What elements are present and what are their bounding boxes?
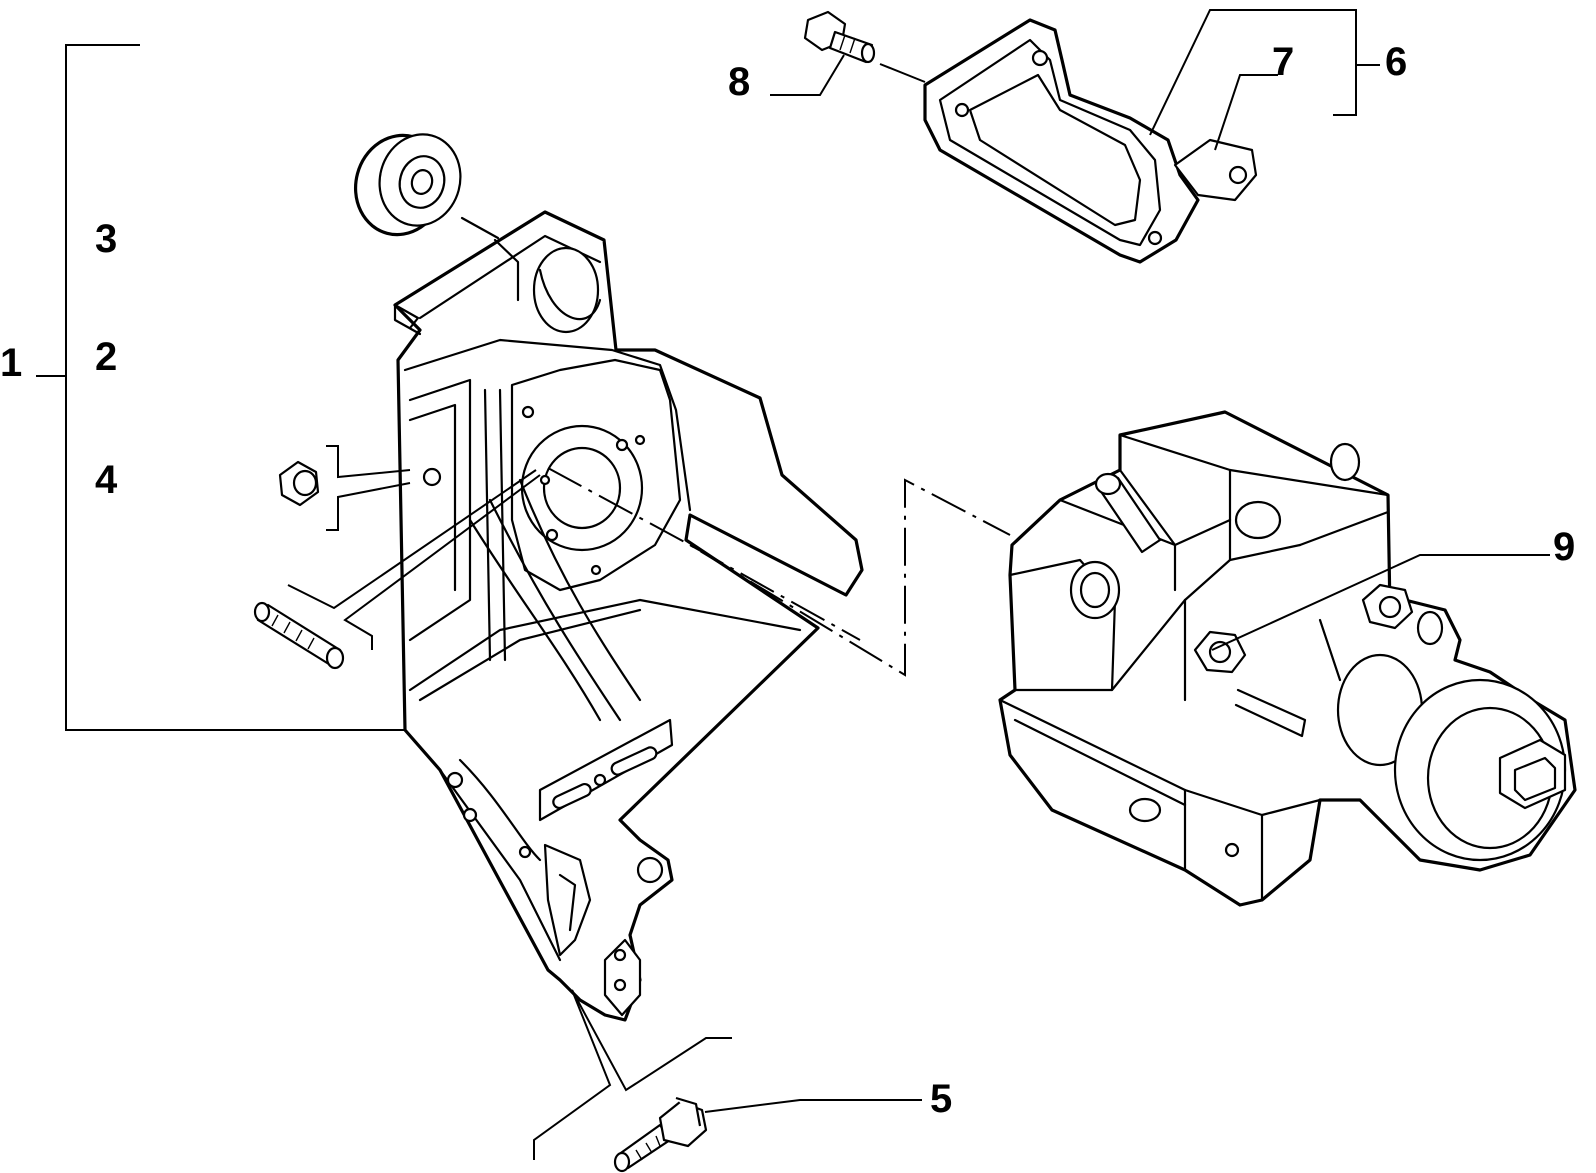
part-2-bush: [278, 445, 411, 531]
group-bracket-1: [36, 44, 410, 731]
part-4-stud: [253, 469, 541, 670]
callout-2: 2: [95, 335, 117, 379]
pump-assembly: [998, 410, 1577, 907]
callout-6: 6: [1385, 40, 1407, 84]
support-bracket: [393, 210, 864, 1022]
callout-7: 7: [1272, 40, 1294, 84]
part-5-screw: [533, 989, 922, 1173]
callout-9: 9: [1553, 525, 1575, 569]
part-6-mounting-bracket: [923, 9, 1380, 264]
callout-4: 4: [95, 458, 118, 502]
callout-1: 1: [0, 341, 22, 385]
axis-lines: [547, 467, 1011, 677]
callout-3: 3: [95, 217, 117, 261]
callout-5: 5: [930, 1077, 952, 1121]
part-8-bolt: [770, 10, 926, 96]
part-3-pulley: [353, 133, 500, 240]
callout-labels: 1 2 3 4 5 6 7 8 9: [0, 40, 1575, 1121]
callout-8: 8: [728, 60, 750, 104]
